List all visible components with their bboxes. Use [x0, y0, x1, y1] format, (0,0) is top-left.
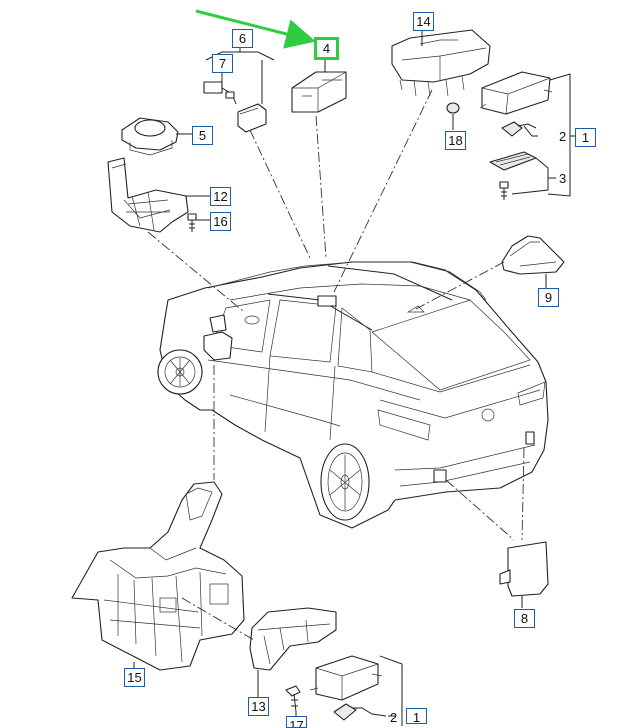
part-4-module — [291, 71, 347, 113]
callout-3: 3 — [559, 171, 567, 186]
callout-1-top: 1 — [575, 128, 596, 147]
part-15-bracket — [71, 481, 245, 671]
callout-14: 14 — [413, 12, 434, 31]
part-6-module — [237, 103, 267, 133]
callout-6: 6 — [232, 29, 253, 48]
part-12-bracket — [107, 157, 189, 233]
callout-2-top: 2 — [559, 129, 567, 144]
callout-1-bottom: 1 — [406, 708, 427, 724]
callout-2-bottom: 2 — [390, 710, 398, 725]
callout-18: 18 — [445, 131, 466, 150]
callout-9: 9 — [538, 288, 559, 307]
part-8-control-unit — [499, 541, 549, 597]
installation-lines — [147, 89, 525, 641]
part-16-screw — [187, 213, 197, 232]
part-5-unit — [121, 117, 179, 156]
part-7-connector — [203, 81, 237, 105]
callout-16: 16 — [210, 212, 231, 231]
callout-15: 15 — [124, 668, 145, 687]
callout-13: 13 — [248, 697, 269, 716]
callout-4-highlighted[interactable]: 4 — [314, 37, 339, 60]
callout-17: 17 — [286, 716, 307, 728]
callout-8: 8 — [514, 609, 535, 628]
part-13-bracket — [249, 607, 337, 671]
callout-12: 12 — [210, 187, 231, 206]
callout-7: 7 — [212, 54, 233, 73]
part-9-antenna — [501, 235, 565, 275]
leader-lines — [133, 30, 578, 726]
part-3-sensor — [489, 151, 537, 200]
part-2-connector-bottom — [333, 703, 387, 721]
car-body — [157, 261, 549, 529]
part-17-screw — [285, 685, 301, 713]
part-1-control-unit-bottom — [309, 655, 383, 701]
highlight-arrow — [195, 9, 316, 49]
part-14-module — [391, 29, 491, 97]
part-2-connector-top — [501, 121, 537, 137]
callout-5: 5 — [192, 126, 213, 145]
part-18-grommet — [446, 102, 460, 114]
part-1-control-unit-top — [479, 71, 553, 115]
